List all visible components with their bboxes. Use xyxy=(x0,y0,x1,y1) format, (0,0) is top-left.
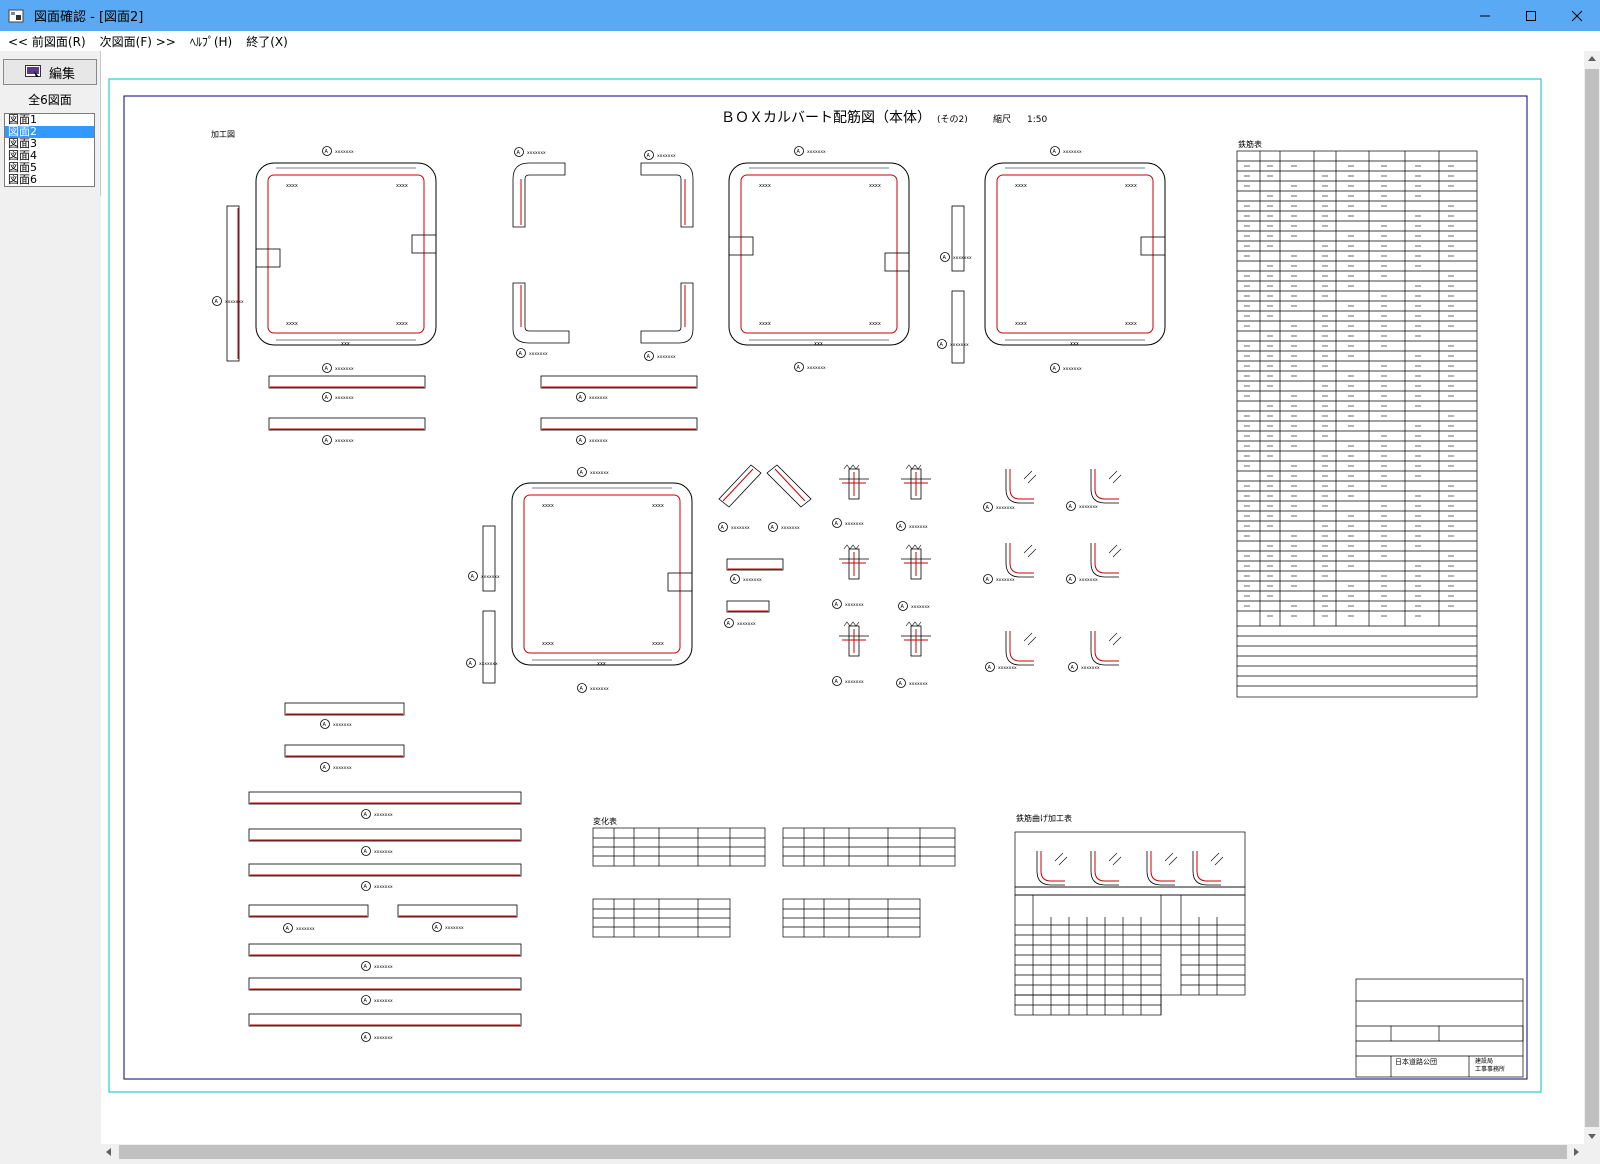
bar-3 xyxy=(540,375,698,389)
maximize-button[interactable] xyxy=(1508,0,1554,31)
drawing-canvas[interactable]: xxxx xxxx xxxx xxxx xxx A xxxxxxx xyxy=(101,51,1584,1144)
box-frame-2 xyxy=(728,162,910,348)
box-frame-3 xyxy=(984,162,1166,348)
scroll-right-icon[interactable] xyxy=(1574,1148,1579,1156)
rebar-table-label: 鉄筋表 xyxy=(1238,139,1262,149)
corner-pieces xyxy=(512,162,694,344)
scrollbar-corner xyxy=(1584,1144,1600,1160)
change-tables xyxy=(592,827,956,938)
drawing-count-label: 全6図面 xyxy=(28,93,72,107)
scale-label: 縮尺 xyxy=(993,113,1011,125)
scroll-up-icon[interactable] xyxy=(1588,56,1596,61)
change-table-label: 変化表 xyxy=(593,816,617,826)
window-title: 図面確認 - [図面2] xyxy=(34,10,144,25)
menu-help[interactable]: ﾍﾙﾌﾟ(H) xyxy=(189,34,233,49)
edit-icon xyxy=(24,65,41,79)
cross-pieces xyxy=(838,464,932,657)
menu-next-drawing[interactable]: 次図面(F) >> xyxy=(99,34,176,49)
list-item[interactable]: 図面3 xyxy=(8,137,37,150)
menu-exit[interactable]: 終了(X) xyxy=(246,34,288,49)
bar-4 xyxy=(540,417,698,431)
list-item-selected[interactable]: 図面2 xyxy=(5,126,94,138)
titleblock-org: 日本道路公団 xyxy=(1395,1057,1437,1066)
small-bend-pieces xyxy=(1005,468,1122,666)
drawing-list[interactable]: 図面1 図面2 図面3 図面4 図面5 図面6 xyxy=(4,113,95,187)
list-item[interactable]: 図面6 xyxy=(8,173,37,186)
list-item[interactable]: 図面5 xyxy=(8,161,37,174)
close-icon xyxy=(1571,10,1583,21)
inner-sheet-border xyxy=(123,95,1528,1080)
drawing-title: ＢＯＸカルバート配筋図（本体） xyxy=(721,109,931,126)
list-item[interactable]: 図面4 xyxy=(8,149,37,162)
long-bars xyxy=(248,702,522,1027)
bar-2 xyxy=(268,417,426,431)
rebar-table-marks xyxy=(1244,165,1454,617)
bend-table-label: 鉄筋曲げ加工表 xyxy=(1016,813,1072,823)
minimize-button[interactable] xyxy=(1462,0,1508,31)
edit-button-label: 編集 xyxy=(48,66,75,82)
title-block xyxy=(1355,978,1524,1078)
horizontal-scroll-thumb[interactable] xyxy=(119,1145,1567,1159)
box-frame-1 xyxy=(255,162,437,348)
title-bar: 図面確認 - [図面2] xyxy=(0,0,1600,31)
vertical-scroll-thumb[interactable] xyxy=(1585,69,1599,1127)
bend-sketches xyxy=(1036,850,1224,886)
vertical-bar-1 xyxy=(226,205,240,362)
list-item[interactable]: 図面1 xyxy=(8,113,37,126)
left-panel: 編集 全6図面 図面1 図面2 図面3 図面4 図面5 図面6 xyxy=(0,51,101,196)
scale-value: 1:50 xyxy=(1027,115,1047,125)
maximize-icon xyxy=(1526,10,1536,21)
horizontal-scrollbar[interactable] xyxy=(101,1144,1584,1160)
scroll-left-icon[interactable] xyxy=(106,1148,111,1156)
outer-sheet-border xyxy=(108,78,1542,1093)
titleblock-dept2: 工事事務所 xyxy=(1475,1065,1505,1073)
bend-table xyxy=(1014,831,1246,1016)
app-icon[interactable] xyxy=(8,8,24,24)
roof-bend-pieces xyxy=(718,464,812,508)
scroll-down-icon[interactable] xyxy=(1588,1134,1596,1139)
edit-button[interactable]: 編集 xyxy=(3,59,97,85)
menu-bar: << 前図面(R) 次図面(F) >> ﾍﾙﾌﾟ(H) 終了(X) xyxy=(0,31,1600,51)
drawing-sheet: (その2) xyxy=(937,114,968,125)
rebar-table xyxy=(1236,150,1478,698)
processing-label: 加工図 xyxy=(211,129,235,139)
close-button[interactable] xyxy=(1554,0,1600,31)
vertical-scrollbar[interactable] xyxy=(1584,51,1600,1144)
titleblock-dept1: 建設局 xyxy=(1475,1057,1493,1065)
box-frame-4 xyxy=(511,482,693,668)
bar-1 xyxy=(268,375,426,389)
minimize-icon xyxy=(1480,15,1490,16)
menu-prev-drawing[interactable]: << 前図面(R) xyxy=(8,34,86,49)
